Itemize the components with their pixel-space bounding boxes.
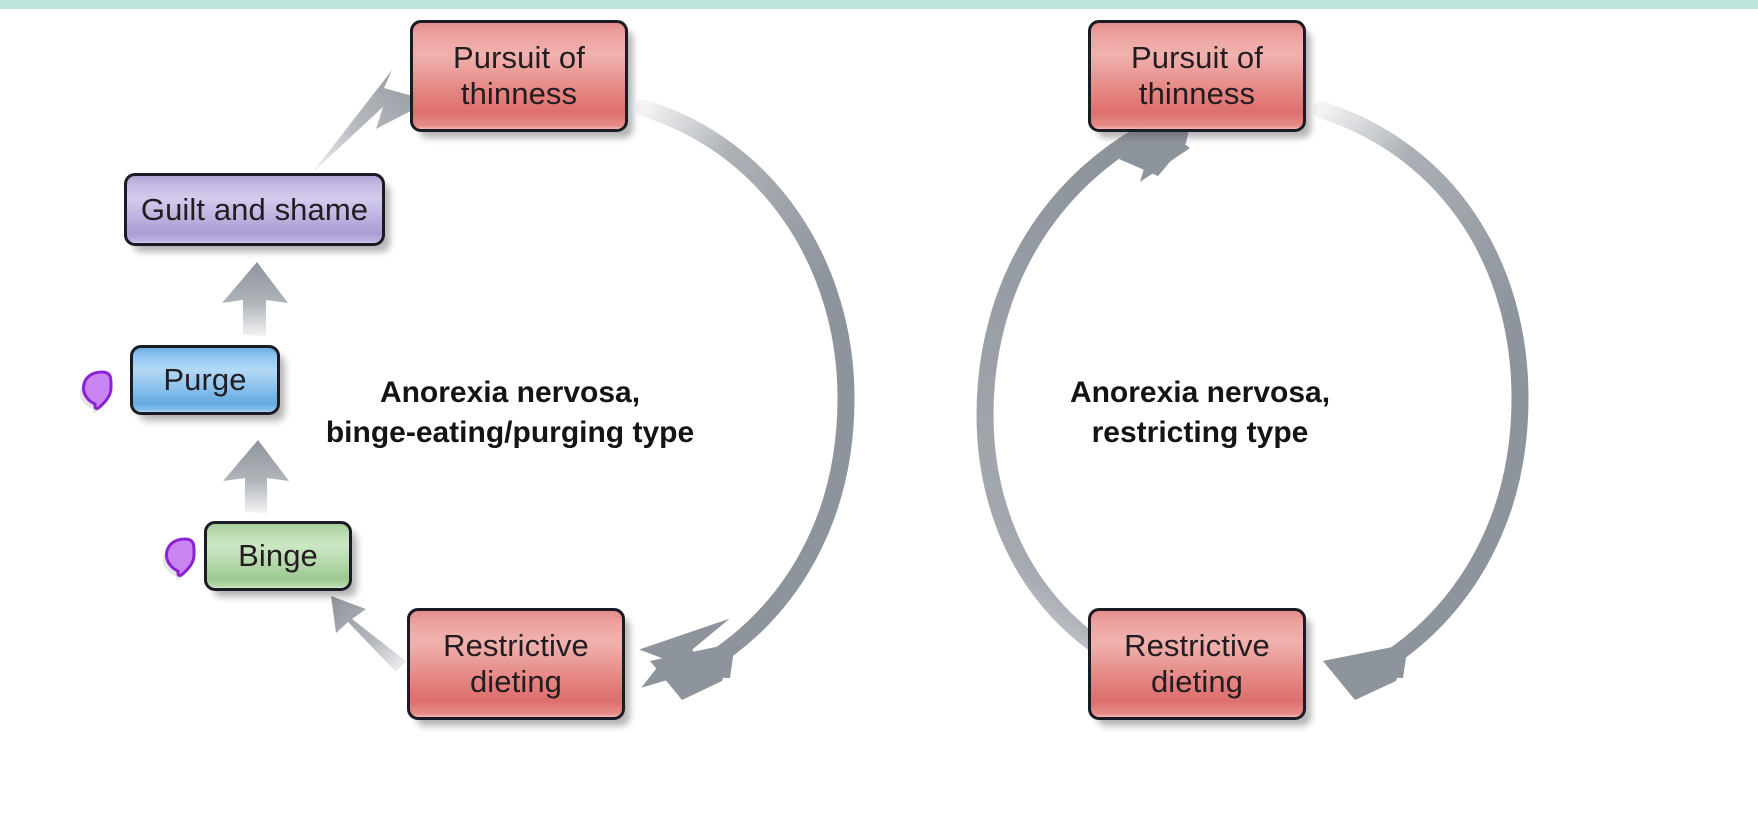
arrow-restrictive-to-binge [331,596,406,672]
left-cycle-caption: Anorexia nervosa, binge-eating/purging t… [325,376,695,449]
right-node-restrictive-dieting[interactable]: Restrictive dieting [1088,608,1306,720]
left-node-binge-label: Binge [238,538,318,574]
arrow-purge-to-guilt [222,262,288,336]
left-node-pursuit-of-thinness[interactable]: Pursuit of thinness [410,20,628,132]
right-node-pursuit-of-thinness-label: Pursuit of thinness [1131,40,1263,111]
arrow-binge-to-purge [223,440,289,513]
binge-marker-icon [161,534,201,585]
top-accent-strip [0,0,1758,9]
left-node-purge-label: Purge [163,362,247,398]
right-cycle-caption: Anorexia nervosa, restricting type [1069,376,1331,449]
right-node-restrictive-dieting-label: Restrictive dieting [1124,628,1270,699]
left-node-guilt-and-shame[interactable]: Guilt and shame [124,173,385,246]
left-node-purge[interactable]: Purge [130,345,280,415]
left-node-restrictive-dieting[interactable]: Restrictive dieting [407,608,625,720]
right-node-pursuit-of-thinness[interactable]: Pursuit of thinness [1088,20,1306,132]
left-node-restrictive-dieting-label: Restrictive dieting [443,628,589,699]
left-node-guilt-and-shame-label: Guilt and shame [140,191,369,227]
purge-marker-icon [78,367,118,418]
left-node-binge[interactable]: Binge [204,521,352,591]
left-node-pursuit-of-thinness-label: Pursuit of thinness [453,40,585,111]
